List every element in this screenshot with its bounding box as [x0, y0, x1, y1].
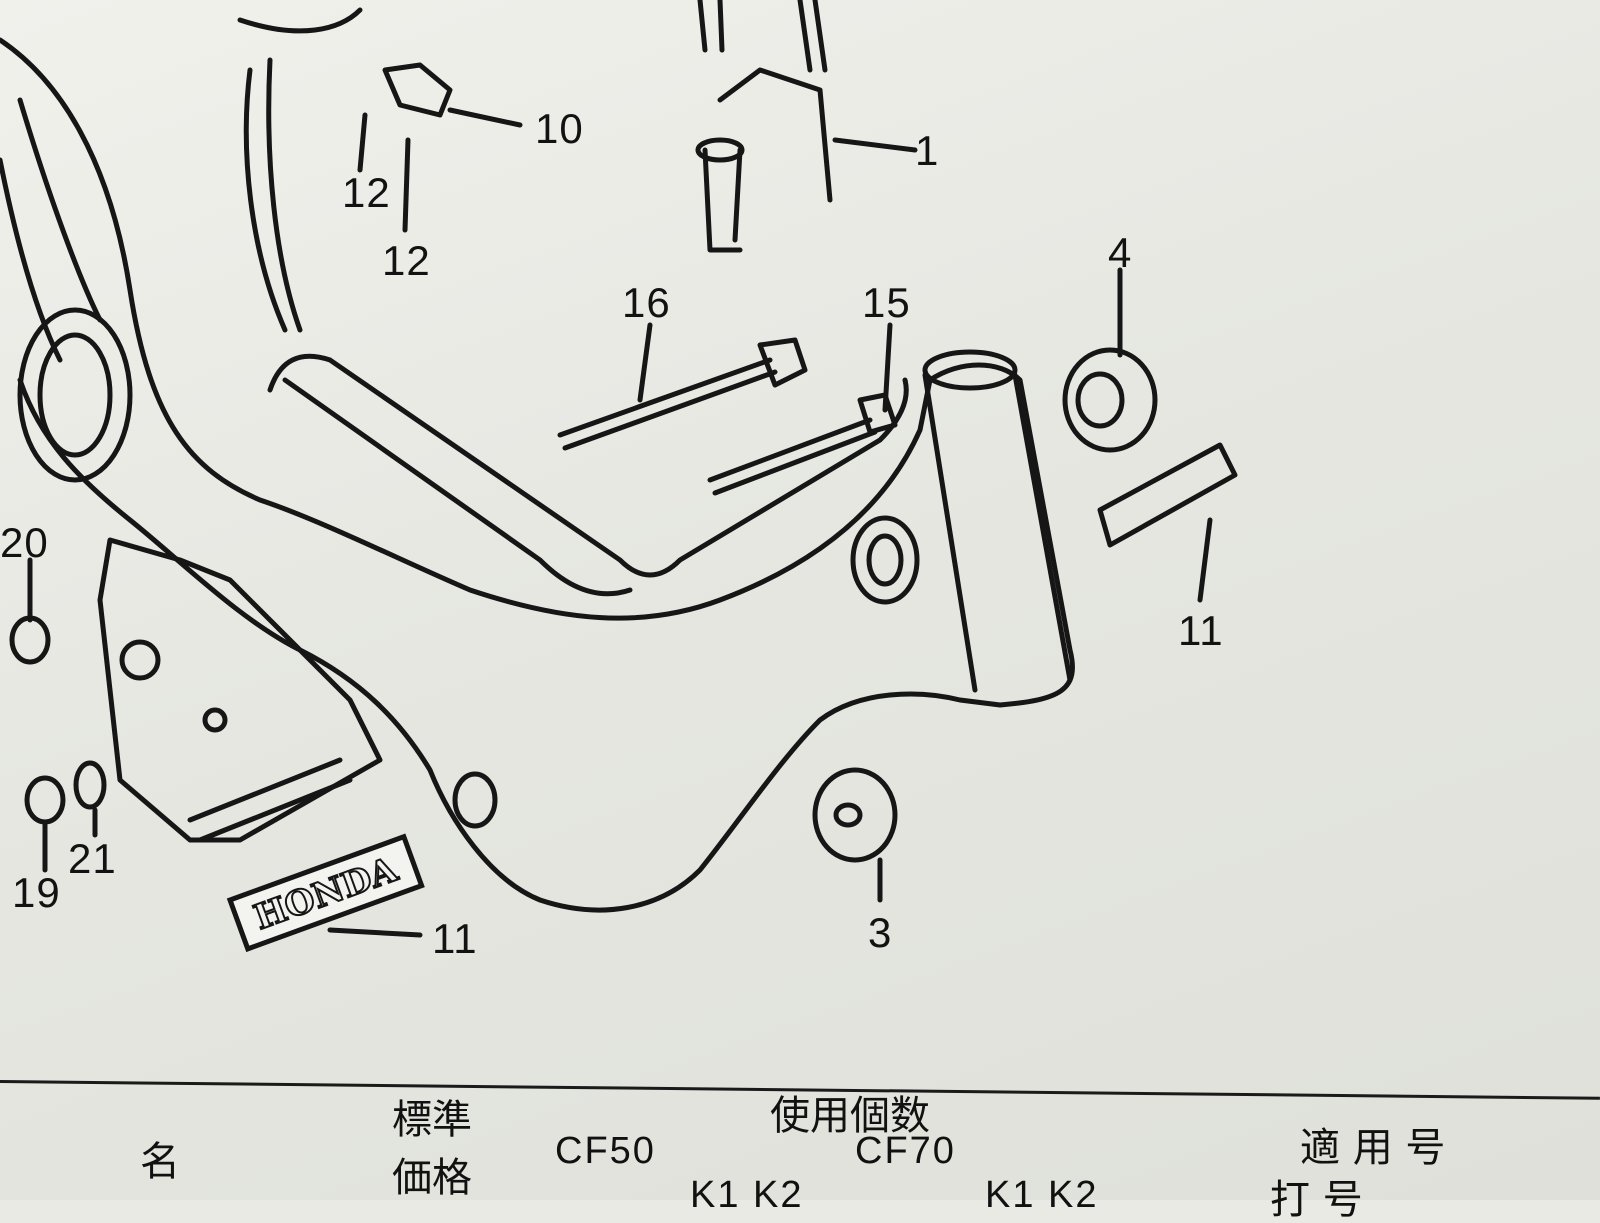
cap-3-inner — [833, 802, 863, 828]
callout-21: 21 — [68, 835, 117, 882]
left-tube — [0, 97, 103, 363]
leader-16 — [637, 322, 653, 403]
emblem-strip-11 — [1097, 442, 1238, 548]
header-model-cf50: CF50 — [555, 1130, 656, 1172]
callout-11-left: 11 — [432, 915, 478, 962]
pivot-ring-inner — [37, 332, 113, 458]
callout-1: 1 — [915, 127, 940, 174]
header-usage-count: 使用個数 — [770, 1093, 930, 1139]
callout-16: 16 — [622, 279, 671, 326]
bolt-15 — [707, 417, 878, 496]
header-sub-cf50: K1 K2 — [690, 1174, 804, 1216]
bracket-1-studs — [697, 0, 828, 73]
leader-11-left — [327, 927, 423, 938]
bolt-16 — [557, 357, 778, 451]
header-standard-price-line1: 標準 — [392, 1097, 472, 1143]
bracket-pin — [187, 757, 353, 843]
callout-20: 20 — [0, 519, 49, 566]
cap-3 — [812, 767, 898, 863]
callout-15: 15 — [862, 279, 911, 326]
callout-19: 19 — [12, 869, 61, 916]
nut-21 — [73, 760, 107, 810]
header-sub-cf70: K1 K2 — [985, 1174, 1099, 1216]
leader-12b — [402, 137, 411, 233]
engine-bracket — [97, 537, 383, 843]
header-model-cf70: CF70 — [855, 1130, 956, 1172]
frame-body — [0, 37, 1075, 913]
head-pipe-body — [922, 372, 1073, 693]
callout-12a: 12 — [342, 169, 391, 216]
head-pipe-top — [922, 349, 1018, 391]
leader-1 — [832, 137, 918, 153]
bracket-hole-2 — [202, 707, 228, 733]
callout-10: 10 — [535, 105, 584, 152]
header-applicable-sub: 打 号 — [1270, 1177, 1363, 1223]
bolt-15-head — [857, 392, 898, 435]
leader-10 — [447, 107, 523, 128]
callout-4: 4 — [1108, 229, 1133, 276]
handle-bracket-1 — [702, 67, 833, 253]
callout-11-right: 11 — [1178, 607, 1224, 654]
pivot-ring-outer — [17, 307, 133, 483]
clip-10 — [382, 62, 453, 118]
frame-hole-2 — [452, 771, 498, 829]
grommet-4-outer — [1062, 347, 1158, 453]
callout-3: 3 — [868, 909, 893, 956]
bracket-hole-1 — [119, 639, 161, 681]
backbone-tube — [243, 57, 303, 333]
frame-inner-lower — [282, 377, 633, 597]
header-standard-price-line2: 価格 — [392, 1155, 472, 1201]
leader-12a — [357, 112, 368, 173]
bracket-1-hole — [695, 137, 745, 163]
header-name: 名 — [140, 1139, 180, 1185]
backbone-top — [237, 7, 363, 34]
callout-12b: 12 — [382, 237, 431, 284]
nut-19 — [24, 775, 66, 825]
leader-11-right — [1197, 517, 1213, 603]
leader-15 — [882, 322, 893, 413]
nut-20 — [9, 615, 51, 665]
header-applicable: 適 用 号 — [1300, 1125, 1446, 1171]
bolt-16-head — [757, 337, 808, 388]
frame-hole-1-inner — [866, 533, 904, 587]
frame-inner-cutout — [267, 353, 909, 578]
frame-hole-1 — [850, 515, 920, 605]
grommet-4-inner — [1075, 371, 1125, 429]
